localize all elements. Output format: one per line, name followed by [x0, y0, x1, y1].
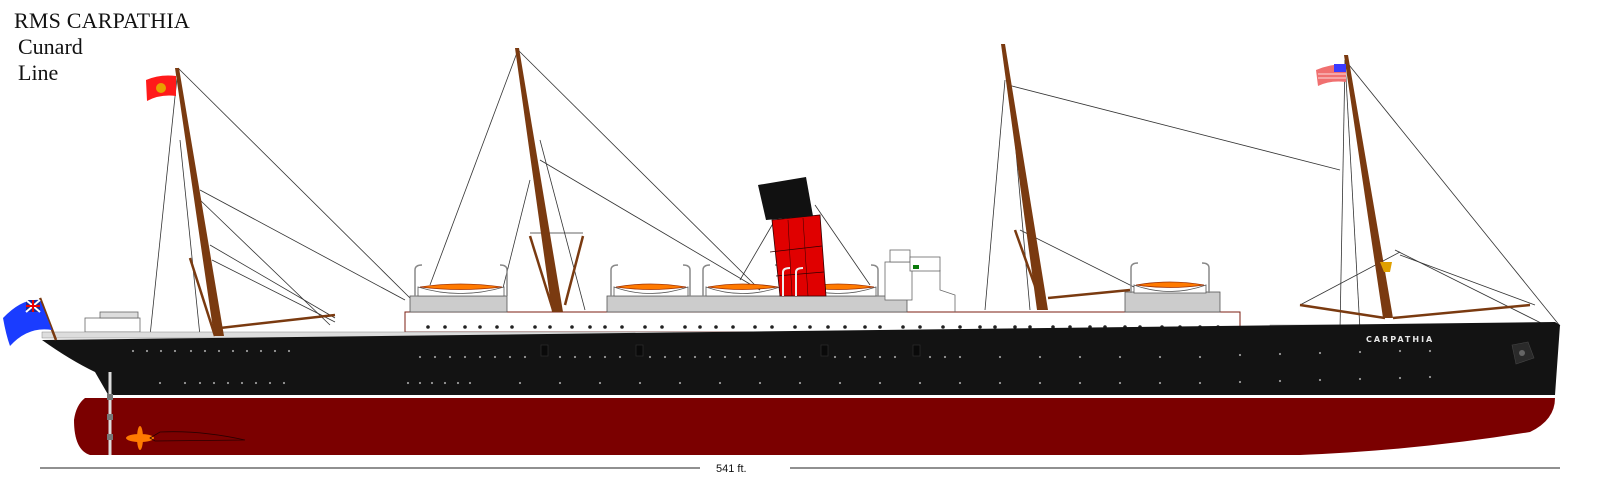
hull-name-label: CARPATHIA: [1366, 335, 1434, 344]
hull-portholes-lower: [158, 375, 1432, 385]
length-label: 541 ft.: [716, 463, 747, 475]
blue-ensign-flag-icon: [3, 299, 52, 346]
bow-crest-icon: [1511, 341, 1535, 365]
title-block: RMS CARPATHIA Cunard Line: [14, 8, 190, 86]
scale-bar: 541 ft.: [40, 463, 1560, 475]
masts: [175, 44, 1531, 337]
hull-portholes-upper: [131, 349, 1432, 359]
funnel: [758, 177, 827, 297]
lifeboat: [1133, 281, 1207, 294]
flags: [3, 64, 1346, 346]
hull: CARPATHIA: [42, 322, 1560, 455]
mast-3: [1001, 44, 1048, 310]
hull-bottom: [74, 398, 1555, 455]
us-flag-icon: [1316, 64, 1346, 86]
lifeboats: [414, 262, 1210, 297]
owner-line-2: Line: [18, 60, 59, 85]
lifeboat: [417, 283, 505, 297]
hull-topsides: [42, 322, 1560, 398]
mast-2: [515, 48, 563, 312]
lifeboat: [705, 283, 781, 297]
mast-4: [1344, 55, 1393, 318]
lifeboat: [613, 283, 689, 297]
mast-1: [175, 68, 224, 336]
ship-name-title: RMS CARPATHIA: [14, 8, 191, 33]
boot-topping-stripe: [85, 395, 1555, 398]
rigging-lines: [149, 44, 1561, 337]
cunard-house-flag-icon: [146, 75, 176, 101]
propeller: [126, 426, 246, 450]
owner-line-1: Cunard: [18, 34, 83, 59]
